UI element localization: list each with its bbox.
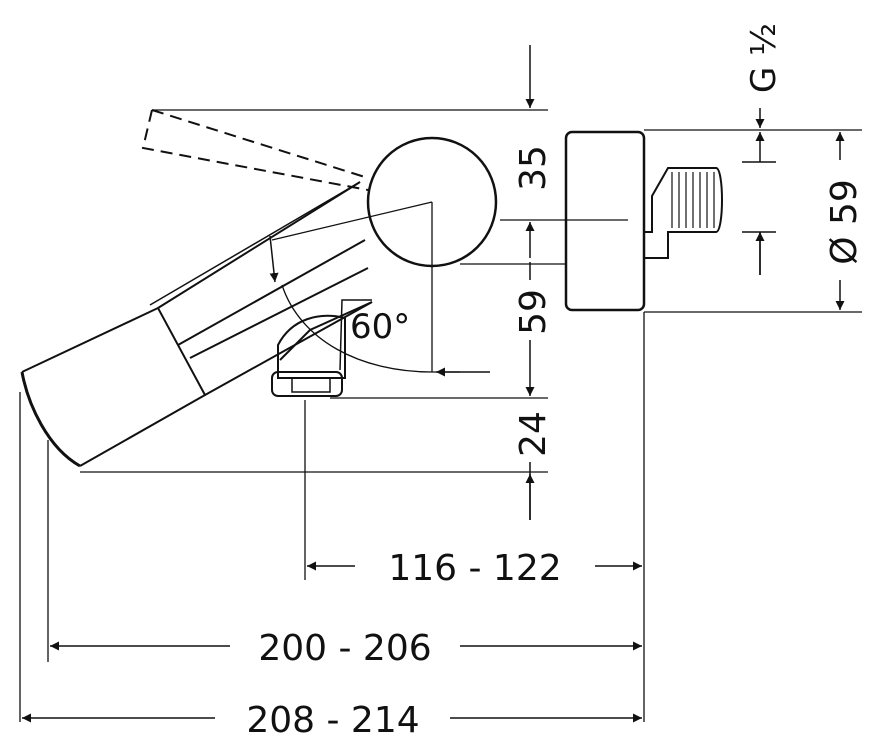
vertical-dimension-arrows <box>436 45 535 520</box>
spout-outlet <box>20 371 81 468</box>
dim-24: 24 <box>513 411 554 457</box>
dim-59-height: 59 <box>513 289 554 335</box>
extension-lines <box>19 109 862 722</box>
lever-alt-position <box>141 109 369 191</box>
threaded-connector <box>644 167 723 259</box>
dim-diameter-59: Ø 59 <box>824 179 865 265</box>
faucet-outline <box>20 130 723 468</box>
dim-208-214: 208 - 214 <box>246 700 419 741</box>
spout-body <box>21 306 207 467</box>
dim-angle-60: 60° <box>350 307 410 347</box>
lever-arm <box>157 181 373 396</box>
right-dimension-arrows <box>742 108 845 310</box>
dim-g-half: G ½ <box>744 23 784 93</box>
thread-lines <box>671 172 715 228</box>
angle-arrow <box>269 235 279 283</box>
nozzle <box>277 314 346 379</box>
wall-block <box>564 130 646 312</box>
dimension-labels: 35 59 24 G ½ Ø 59 60° 116 - 122 200 - 20… <box>246 23 865 741</box>
horizontal-dimension-arrows <box>22 561 642 723</box>
dim-116-122: 116 - 122 <box>388 548 561 589</box>
dim-200-206: 200 - 206 <box>258 628 431 669</box>
dim-35: 35 <box>513 145 554 191</box>
